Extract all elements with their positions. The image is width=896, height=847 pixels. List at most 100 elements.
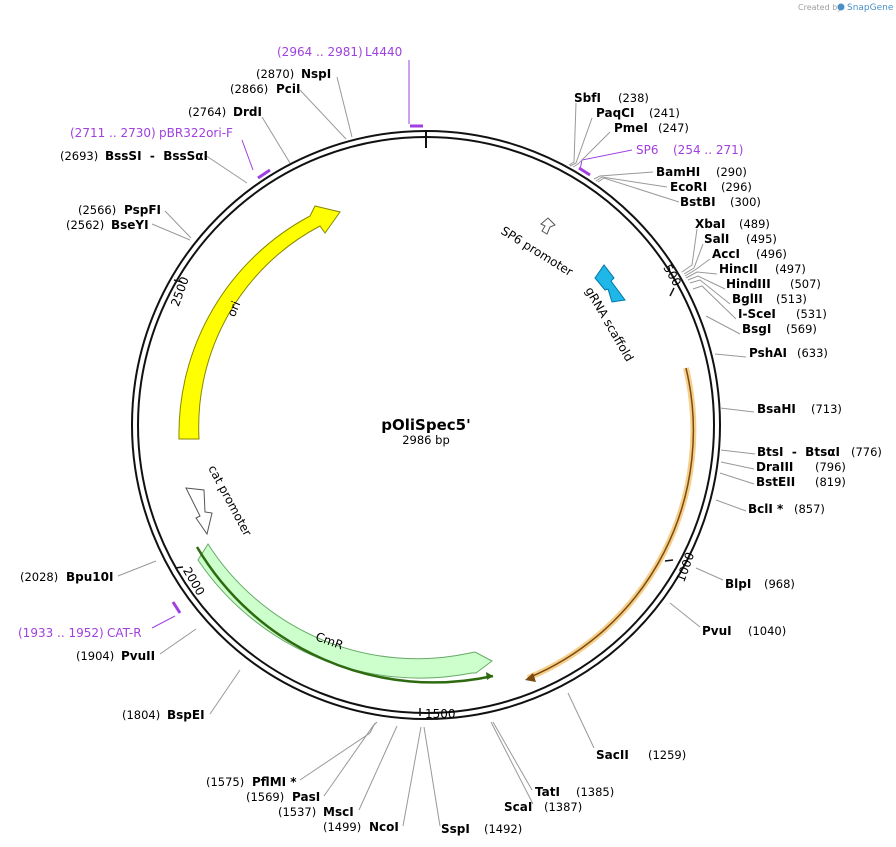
sp6-promoter-label: SP6 promoter (498, 224, 575, 279)
site-leader (715, 499, 747, 512)
site-leader (689, 279, 731, 305)
site-leader (705, 315, 741, 335)
site-name[interactable]: DraIII (756, 460, 793, 474)
tick-label: 500 (660, 262, 684, 289)
site-name[interactable]: BseYI (111, 218, 149, 232)
site-name[interactable]: HincII (719, 262, 758, 276)
cmr-orf-arrowhead (486, 672, 493, 680)
ori-feature[interactable] (178, 205, 341, 440)
site-leader (204, 154, 248, 184)
site-name[interactable]: BspEI (167, 708, 205, 722)
primer-range: (2964 .. 2981) (277, 45, 363, 59)
site-name[interactable]: BclI * (748, 502, 784, 516)
site-position: (290) (716, 165, 747, 179)
site-name[interactable]: SacII (596, 748, 629, 762)
site-leader (720, 449, 756, 455)
site-name[interactable]: I-SceI (738, 307, 776, 321)
site-name[interactable]: PciI (276, 82, 301, 96)
site-name[interactable]: MscI (323, 805, 354, 819)
site-name[interactable]: PspFI (124, 203, 161, 217)
site-position: (238) (618, 91, 649, 105)
site-name[interactable]: ScaI (504, 800, 532, 814)
site-leader (719, 407, 755, 413)
site-name[interactable]: BtsI - BtsαI (757, 445, 840, 459)
site-leader (683, 243, 704, 275)
site-leader (567, 692, 595, 749)
sp6-promoter-feature[interactable] (540, 217, 556, 235)
plasmid-name: pOliSpec5' (381, 416, 470, 434)
grna-scaffold-feature[interactable] (594, 264, 626, 303)
site-leader (714, 353, 747, 358)
site-name[interactable]: BsgI (742, 322, 771, 336)
site-name[interactable]: HindIII (726, 277, 771, 291)
cat-promoter-label: cat promoter (205, 463, 254, 539)
site-name[interactable]: BlpI (725, 577, 751, 591)
site-position: (496) (756, 247, 787, 261)
site-leader (692, 285, 737, 320)
site-name[interactable]: NspI (301, 67, 331, 81)
site-leader (117, 560, 157, 577)
site-leader (597, 177, 680, 203)
credit-created-by: Created by (798, 3, 842, 12)
site-position: (300) (730, 195, 761, 209)
site-name[interactable]: PmeI (614, 121, 648, 135)
site-leader (684, 258, 711, 277)
site-leader (681, 228, 698, 273)
tick-label: 1000 (674, 550, 698, 583)
site-position: (2764) (188, 105, 226, 119)
tick-mark (664, 559, 674, 562)
site-name[interactable]: SbfI (574, 91, 601, 105)
site-leader (569, 117, 593, 167)
site-position: (1569) (246, 790, 284, 804)
site-name[interactable]: TatI (535, 785, 560, 799)
site-name[interactable]: XbaI (695, 217, 725, 231)
site-position: (2866) (230, 82, 268, 96)
site-name[interactable]: AccI (712, 247, 740, 261)
site-name[interactable]: BstEII (756, 475, 795, 489)
site-name[interactable]: BsaHI (757, 402, 796, 416)
tick-mark (174, 566, 184, 569)
primer-mark (578, 166, 591, 177)
site-position: (2562) (66, 218, 104, 232)
site-leader (687, 275, 726, 290)
site-name[interactable]: BssSI - BssSαI (105, 149, 208, 163)
site-name[interactable]: PvuI (702, 624, 732, 638)
site-position: (2028) (20, 570, 58, 584)
site-leader (720, 461, 755, 470)
credit-brand: SnapGene (847, 3, 894, 13)
site-position: (507) (790, 277, 821, 291)
primer-name: L4440 (365, 45, 402, 59)
site-leader (151, 223, 191, 241)
site-name[interactable]: BstBI (680, 195, 716, 209)
site-name[interactable]: Bpu10I (66, 570, 113, 584)
site-leader (572, 131, 611, 168)
cmr-feature[interactable] (197, 543, 493, 679)
site-name[interactable]: PshAI (749, 346, 787, 360)
site-name[interactable]: EcoRI (670, 180, 707, 194)
site-leader (159, 628, 197, 655)
site-leaders (117, 76, 756, 827)
site-name[interactable]: SalI (704, 232, 729, 246)
site-position: (495) (746, 232, 777, 246)
site-name[interactable]: PflMI * (252, 775, 297, 789)
site-position: (1492) (484, 822, 522, 836)
site-position: (296) (721, 180, 752, 194)
primer-range: (1933 .. 1952) (18, 626, 104, 640)
tick-mark (669, 287, 675, 297)
site-name[interactable]: SspI (441, 822, 470, 836)
site-position: (1804) (122, 708, 160, 722)
site-leader (164, 210, 192, 239)
site-name[interactable]: BglII (732, 292, 763, 306)
primer-leader (241, 139, 254, 171)
site-name[interactable]: NcoI (369, 820, 399, 834)
site-leader (336, 76, 353, 138)
site-name[interactable]: PvuII (121, 649, 155, 663)
site-name[interactable]: DrdI (233, 105, 262, 119)
site-position: (819) (815, 475, 846, 489)
site-position: (857) (794, 502, 825, 516)
site-name[interactable]: PaqCI (596, 106, 634, 120)
site-name[interactable]: BamHI (656, 165, 700, 179)
cat-promoter-feature[interactable] (185, 487, 213, 536)
site-name[interactable]: PasI (292, 790, 320, 804)
